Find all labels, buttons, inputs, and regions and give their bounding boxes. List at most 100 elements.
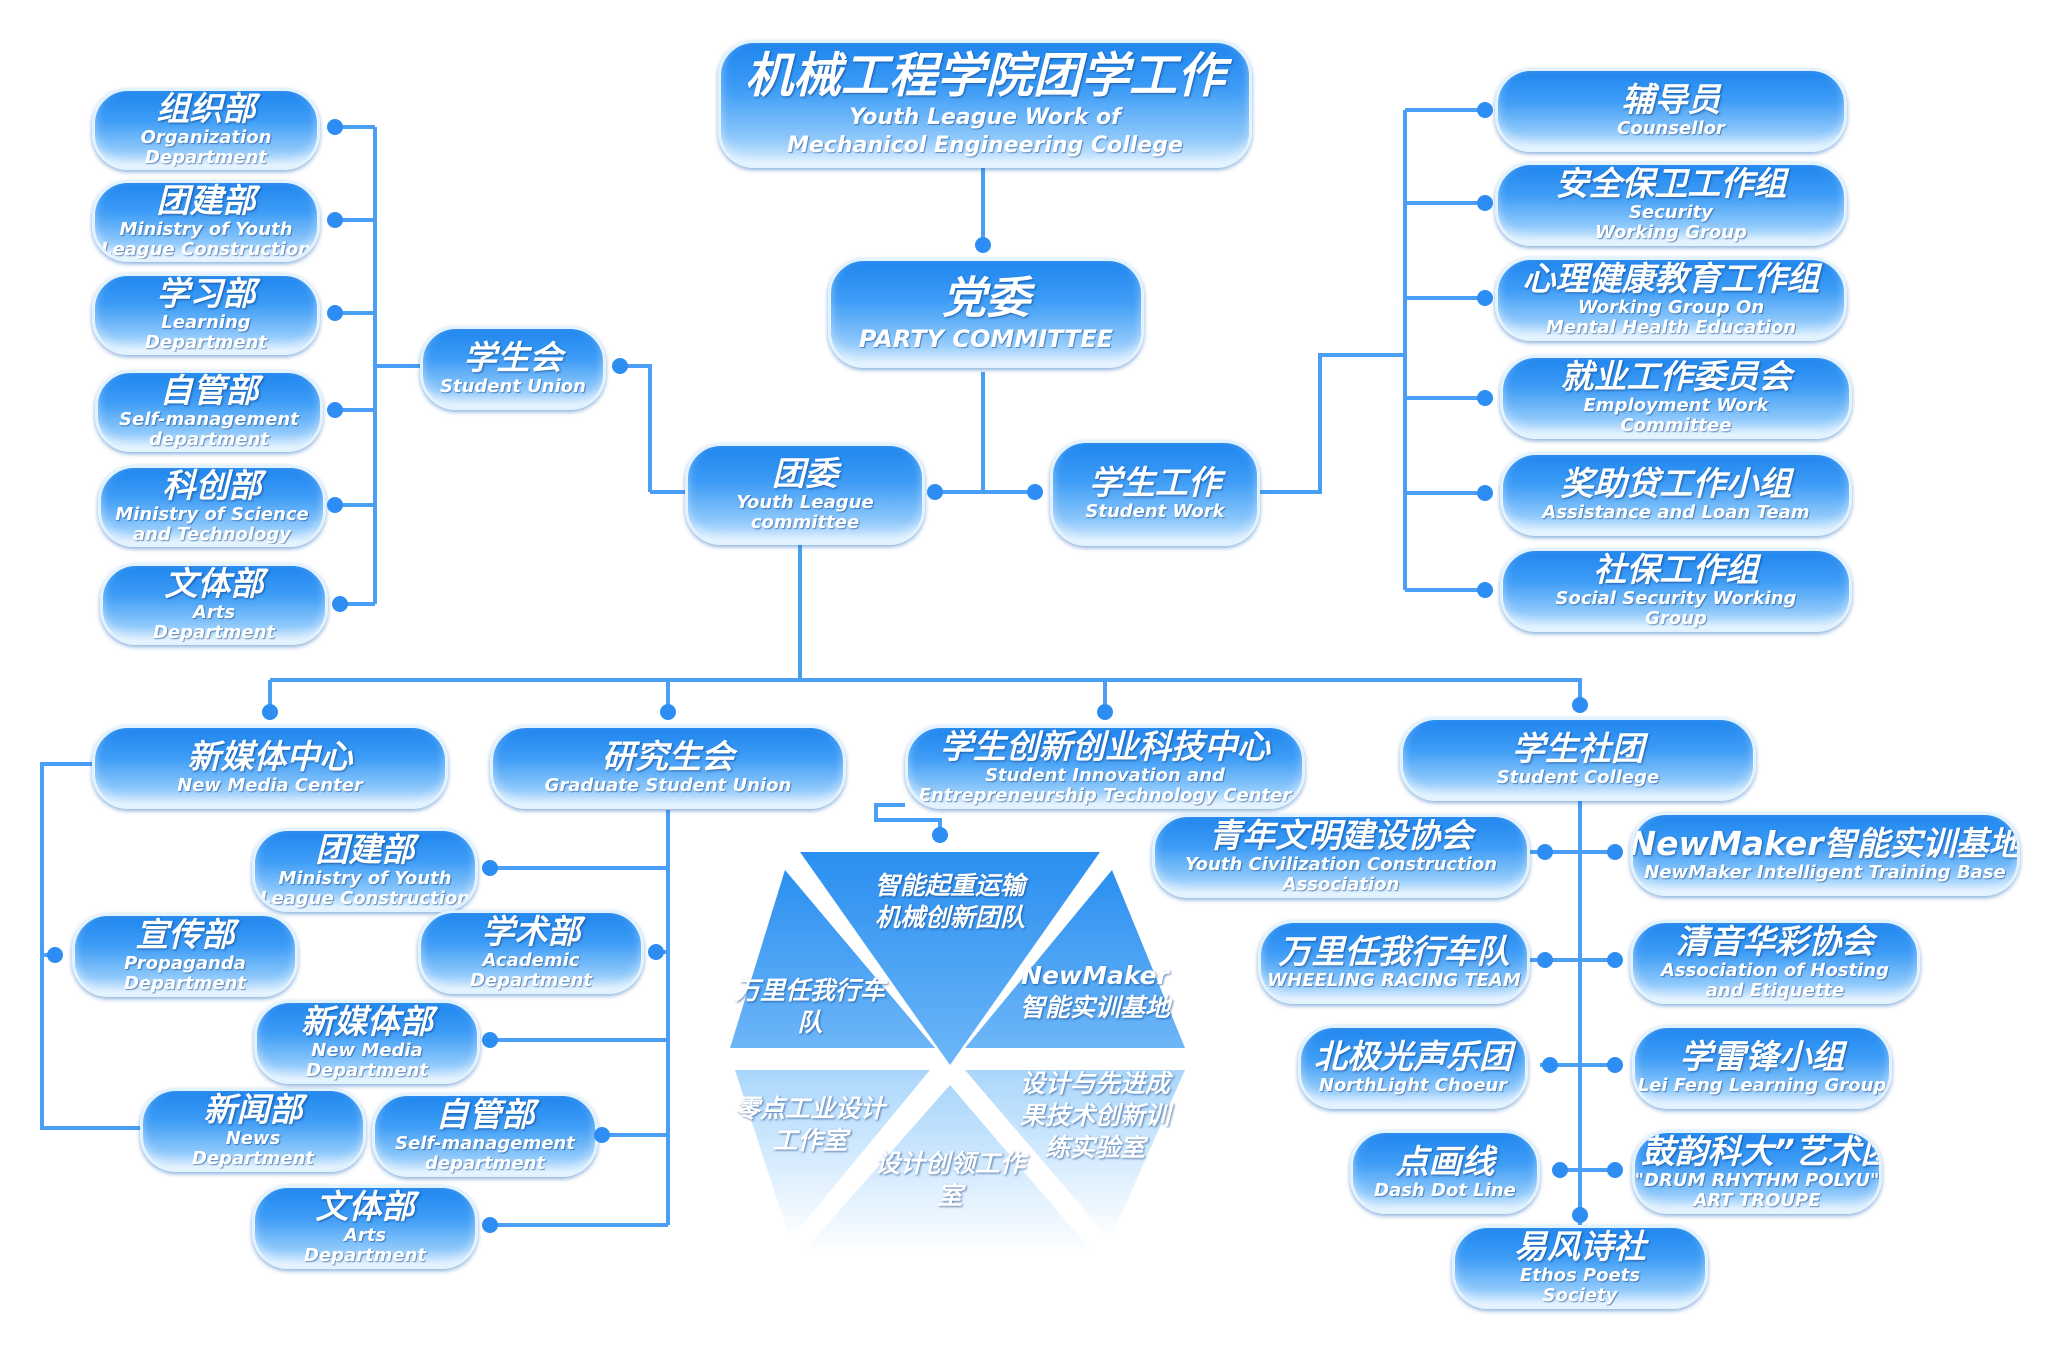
club-subtitle-2: Association	[1282, 874, 1400, 895]
root-node[interactable]: 机械工程学院团学工作 Youth League Work of Mechanic…	[718, 40, 1252, 168]
dept-subtitle-1: Learning	[161, 312, 251, 333]
club-drum-rhythm[interactable]: “鼓韵科大”艺术团 "DRUM RHYTHM POLYU" ART TROUPE	[1632, 1130, 1882, 1214]
connector-dot	[594, 1127, 610, 1143]
connector-dot	[1572, 697, 1588, 713]
club-northlight[interactable]: 北极光声乐团 NorthLight Choeur	[1298, 1025, 1528, 1109]
connector-dot	[1477, 102, 1493, 118]
connector-dot	[1542, 1057, 1558, 1073]
league-dot	[927, 484, 943, 500]
group-title: 心理健康教育工作组	[1522, 259, 1820, 298]
club-title: 点画线	[1395, 1142, 1495, 1181]
union-dept-science[interactable]: 科创部 Ministry of Science and Technology	[98, 465, 326, 547]
club-wheeling-racing[interactable]: 万里任我行车队 WHEELING RACING TEAM	[1258, 920, 1530, 1004]
connector-dot	[482, 1217, 498, 1233]
union-dept-learning[interactable]: 学习部 Learning Department	[92, 273, 320, 355]
innovation-center-subtitle-2: Entrepreneurship Technology Center	[918, 785, 1292, 806]
group-subtitle-1: Employment Work	[1583, 395, 1769, 416]
connector-dot	[1607, 1162, 1623, 1178]
graduate-union-subtitle: Graduate Student Union	[544, 775, 792, 796]
hex-team-zero-design: 零点工业设计工作室	[735, 1094, 886, 1155]
connector-dot	[1097, 704, 1113, 720]
work-group-mental-health[interactable]: 心理健康教育工作组 Working Group On Mental Health…	[1495, 257, 1847, 341]
group-title: 就业工作委员会	[1560, 357, 1792, 396]
work-group-security[interactable]: 安全保卫工作组 Security Working Group	[1495, 162, 1847, 246]
student-college-node[interactable]: 学生社团 Student College	[1400, 717, 1756, 801]
connector-dot	[1537, 952, 1553, 968]
club-dash-dot-line[interactable]: 点画线 Dash Dot Line	[1350, 1130, 1540, 1214]
group-subtitle-1: Security	[1628, 202, 1714, 223]
work-group-assistance-loan[interactable]: 奖助贷工作小组 Assistance and Loan Team	[1500, 452, 1852, 536]
new-media-center-node[interactable]: 新媒体中心 New Media Center	[92, 725, 448, 809]
connector-dot	[327, 402, 343, 418]
grad-dept-arts[interactable]: 文体部 Arts Department	[252, 1185, 478, 1269]
media-dept-propaganda[interactable]: 宣传部 Propaganda Department	[72, 913, 298, 997]
union-dept-organization[interactable]: 组织部 Organization Department	[92, 88, 320, 170]
club-subtitle-1: Youth Civilization Construction	[1184, 854, 1498, 875]
connector-dot	[1477, 582, 1493, 598]
connector-dot	[332, 596, 348, 612]
connector-dot	[1477, 485, 1493, 501]
student-work-node[interactable]: 学生工作 Student Work	[1050, 440, 1260, 546]
club-subtitle-2: and Etiquette	[1705, 980, 1845, 1001]
union-dept-arts[interactable]: 文体部 Arts Department	[100, 563, 328, 645]
group-subtitle-2: Working Group	[1595, 222, 1747, 243]
hex-team-racing: 万里任我行车队	[735, 976, 886, 1037]
club-subtitle-1: NorthLight Choeur	[1318, 1075, 1508, 1096]
dept-subtitle-1: Ministry of Youth	[119, 219, 293, 240]
club-subtitle-1: Ethos Poets	[1519, 1265, 1641, 1286]
party-dot	[975, 237, 991, 253]
work-group-social-security[interactable]: 社保工作组 Social Security Working Group	[1500, 548, 1852, 632]
grad-dept-new-media[interactable]: 新媒体部 New Media Department	[254, 1000, 480, 1084]
innovation-center-subtitle-1: Student Innovation and	[985, 765, 1225, 786]
union-dept-self-management[interactable]: 自管部 Self-management department	[95, 370, 323, 452]
club-title: 清音华彩协会	[1676, 922, 1874, 961]
dept-subtitle-2: department	[149, 429, 269, 450]
work-group-counsellor[interactable]: 辅导员 Counsellor	[1495, 68, 1847, 152]
party-subtitle: PARTY COMMITTEE	[858, 325, 1114, 353]
club-lei-feng[interactable]: 学雷锋小组 Lei Feng Learning Group	[1632, 1025, 1892, 1109]
group-subtitle-2: Assistance and Loan Team	[1542, 502, 1810, 523]
dept-title: 组织部	[156, 89, 256, 128]
club-title: 易风诗社	[1514, 1227, 1646, 1266]
connector-dot	[47, 947, 63, 963]
club-newmaker-base[interactable]: NewMaker智能实训基地 NewMaker Intelligent Trai…	[1630, 812, 2020, 896]
group-title: 奖助贷工作小组	[1560, 464, 1792, 503]
student-union-subtitle: Student Union	[440, 376, 586, 397]
dept-subtitle-1: Arts	[192, 602, 236, 623]
grad-dept-academic[interactable]: 学术部 Academic Department	[418, 910, 644, 994]
dept-title: 学习部	[156, 274, 256, 313]
dept-subtitle-1: Propaganda	[124, 953, 246, 974]
league-node[interactable]: 团委 Youth League committee	[685, 443, 925, 545]
group-subtitle-2: Group	[1645, 608, 1707, 629]
graduate-union-node[interactable]: 研究生会 Graduate Student Union	[490, 725, 846, 809]
media-dept-news[interactable]: 新闻部 News Department	[140, 1088, 366, 1172]
student-union-node[interactable]: 学生会 Student Union	[420, 326, 606, 410]
dept-subtitle-2: League Construction	[259, 888, 471, 909]
student-work-subtitle: Student Work	[1085, 501, 1225, 522]
club-title: NewMaker智能实训基地	[1630, 824, 2020, 863]
dept-subtitle-1: News	[225, 1128, 281, 1149]
dept-subtitle-2: Department	[303, 1245, 427, 1266]
dept-subtitle-2: Department	[152, 622, 276, 643]
connector-dot	[1607, 1057, 1623, 1073]
union-dept-league-construction[interactable]: 团建部 Ministry of Youth League Constructio…	[92, 180, 320, 262]
grad-dept-league-construction[interactable]: 团建部 Ministry of Youth League Constructio…	[252, 828, 478, 912]
connector-dot	[327, 119, 343, 135]
work-group-employment[interactable]: 就业工作委员会 Employment Work Committee	[1500, 355, 1852, 439]
club-hosting-etiquette[interactable]: 清音华彩协会 Association of Hosting and Etique…	[1630, 920, 1920, 1004]
dept-subtitle-1: Arts	[343, 1225, 387, 1246]
club-ethos-poets[interactable]: 易风诗社 Ethos Poets Society	[1452, 1225, 1708, 1309]
dept-subtitle-2: Department	[144, 332, 268, 353]
club-youth-civilization[interactable]: 青年文明建设协会 Youth Civilization Construction…	[1152, 814, 1530, 898]
new-media-center-title: 新媒体中心	[187, 737, 353, 776]
innovation-center-title: 学生创新创业科技中心	[940, 727, 1270, 766]
innovation-center-node[interactable]: 学生创新创业科技中心 Student Innovation and Entrep…	[905, 725, 1305, 809]
root-subtitle-1: Youth League Work of	[849, 105, 1121, 130]
club-title: 北极光声乐团	[1314, 1037, 1512, 1076]
club-title: “鼓韵科大”艺术团	[1632, 1132, 1882, 1171]
club-title: 万里任我行车队	[1278, 932, 1510, 971]
party-committee-node[interactable]: 党委 PARTY COMMITTEE	[828, 258, 1144, 368]
student-college-subtitle: Student College	[1496, 767, 1660, 788]
grad-dept-self-management[interactable]: 自管部 Self-management department	[372, 1093, 598, 1177]
